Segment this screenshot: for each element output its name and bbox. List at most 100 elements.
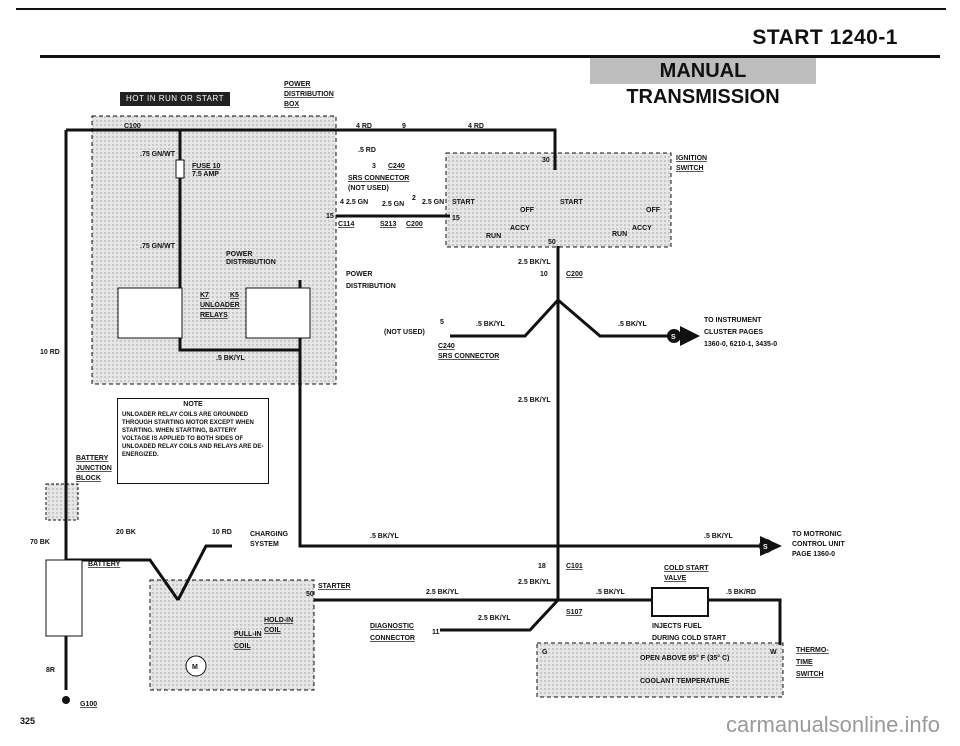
label-run-a: RUN — [486, 233, 501, 240]
wire-diagnostic — [440, 598, 560, 632]
pd-box-label-1: POWER — [284, 81, 310, 88]
note-title: NOTE — [183, 401, 203, 408]
label-to-instr-2: CLUSTER PAGES — [704, 329, 763, 336]
s-marker-motronic-label: S — [763, 544, 768, 551]
label-10rd-b: 10 RD — [212, 529, 232, 536]
label-acc-b: ACCY — [632, 225, 652, 232]
note-box: NOTE UNLOADER RELAY COILS ARE GROUNDED T… — [117, 398, 269, 484]
label-g100: G100 — [80, 701, 97, 708]
label-off-a: OFF — [520, 207, 535, 214]
label-coil-b: COIL — [234, 643, 251, 650]
page-title: START 1240-1 — [752, 26, 898, 49]
label-ign-switch-1: IGNITION — [676, 155, 707, 162]
label-charging-1: CHARGING — [250, 531, 289, 538]
label-pin15: 15 — [326, 213, 334, 220]
label-c200-a: C200 — [406, 221, 423, 228]
wire-charging — [66, 558, 180, 601]
label-off-b: OFF — [646, 207, 661, 214]
label-start-b: START — [560, 199, 584, 206]
label-pd-lower-1: POWER — [346, 271, 372, 278]
s-marker-motronic — [759, 539, 773, 553]
label-5bkyl-b: .5 BK/YL — [618, 321, 648, 328]
relay-k7 — [117, 287, 183, 339]
label-battery: BATTERY — [88, 561, 121, 568]
fuse-10 — [175, 159, 185, 179]
s-marker-instrument-label: S — [671, 334, 676, 341]
label-25bkyl-b: 2.5 BK/YL — [518, 397, 551, 404]
cold-start-valve — [651, 587, 709, 617]
label-25bkyl-a: 2.5 BK/YL — [518, 259, 551, 266]
label-25gn-b: 2.5 GN — [382, 201, 404, 208]
instrument-arrow — [680, 326, 700, 346]
label-fuse: FUSE 10 — [192, 163, 221, 170]
label-not-used-b: (NOT USED) — [384, 329, 425, 336]
label-75gnwt-a: .75 GN/WT — [140, 151, 176, 158]
pd-box-label-2: DISTRIBUTION — [284, 91, 334, 98]
label-c100: C100 — [124, 123, 141, 130]
label-k7: K7 — [200, 292, 209, 299]
label-charging-2: SYSTEM — [250, 541, 279, 548]
label-thermo-2: TIME — [796, 659, 813, 666]
label-8r: 8R — [46, 667, 55, 674]
label-srs-conn-b: SRS CONNECTOR — [438, 353, 499, 360]
label-pin9: 9 — [402, 123, 406, 130]
label-25bkyl-c: 2.5 BK/YL — [426, 589, 459, 596]
label-5bkyl-c: .5 BK/YL — [370, 533, 400, 540]
label-to-motronic-3: PAGE 1360-0 — [792, 551, 835, 558]
label-relay-wire: .5 BK/YL — [216, 355, 246, 362]
wire-5bkyl-motronic — [298, 280, 760, 548]
hot-in-run-label: HOT IN RUN OR START — [120, 92, 230, 106]
label-injects-1: INJECTS FUEL — [652, 623, 703, 630]
label-c240-b: C240 — [438, 343, 455, 350]
label-10rd: 10 RD — [40, 349, 60, 356]
label-pin50: 50 — [548, 239, 556, 246]
page-number: 325 — [20, 716, 36, 726]
title-rule — [40, 55, 940, 58]
label-srs-conn-a: SRS CONNECTOR — [348, 175, 409, 182]
label-pin3: 3 — [372, 163, 376, 170]
label-pin-w: W — [770, 649, 777, 656]
label-starter: STARTER — [318, 583, 351, 590]
battery-symbol — [45, 559, 83, 637]
label-s107: S107 — [566, 609, 582, 616]
label-diag-2: CONNECTOR — [370, 635, 415, 642]
label-4rd-a: 4 RD — [356, 123, 372, 130]
label-k5: K5 — [230, 292, 239, 299]
wire-k7-relay — [178, 130, 300, 352]
label-5bkyl-a: .5 BK/YL — [476, 321, 506, 328]
label-hold-in: HOLD-IN — [264, 617, 293, 624]
label-pin50b: 50 — [306, 591, 314, 598]
label-ign-switch-2: SWITCH — [676, 165, 704, 172]
label-thermo-3: SWITCH — [796, 671, 824, 678]
label-pin11: 11 — [432, 629, 440, 636]
power-distribution-box — [91, 115, 337, 385]
label-injects-2: DURING COLD START — [652, 635, 727, 642]
label-5bkyl-e: .5 BK/YL — [596, 589, 626, 596]
label-5bkyl-d: .5 BK/YL — [704, 533, 734, 540]
label-thermo-1: THERMO- — [796, 647, 829, 654]
label-pin2: 2 — [412, 195, 416, 202]
label-pin18: 18 — [538, 563, 546, 570]
section-banner: MANUAL TRANSMISSION — [590, 58, 816, 108]
label-pin5: 5 — [440, 319, 444, 326]
label-25bkyl-e: 2.5 BK/YL — [478, 615, 511, 622]
note-body: UNLOADER RELAY COILS ARE GROUNDED THROUG… — [122, 412, 264, 458]
label-s213: S213 — [380, 221, 396, 228]
label-c200-b: C200 — [566, 271, 583, 278]
thermo-time-switch-box — [536, 642, 784, 698]
label-70bk: 70 BK — [30, 539, 50, 546]
label-pin-g: G — [542, 649, 548, 656]
label-pin4: 4 — [340, 199, 344, 206]
label-pin10: 10 — [540, 271, 548, 278]
label-start-a: START — [452, 199, 476, 206]
label-coolant: COOLANT TEMPERATURE — [640, 678, 730, 685]
relay-k5 — [245, 287, 311, 339]
label-20bk: 20 BK — [116, 529, 136, 536]
label-run-b: RUN — [612, 231, 627, 238]
label-to-instr-1: TO INSTRUMENT — [704, 317, 762, 324]
label-25gn-c: 2.5 GN — [422, 199, 444, 206]
label-battery-junction-3: BLOCK — [76, 475, 101, 482]
label-5rd: .5 RD — [358, 147, 376, 154]
label-c101: C101 — [566, 563, 583, 570]
